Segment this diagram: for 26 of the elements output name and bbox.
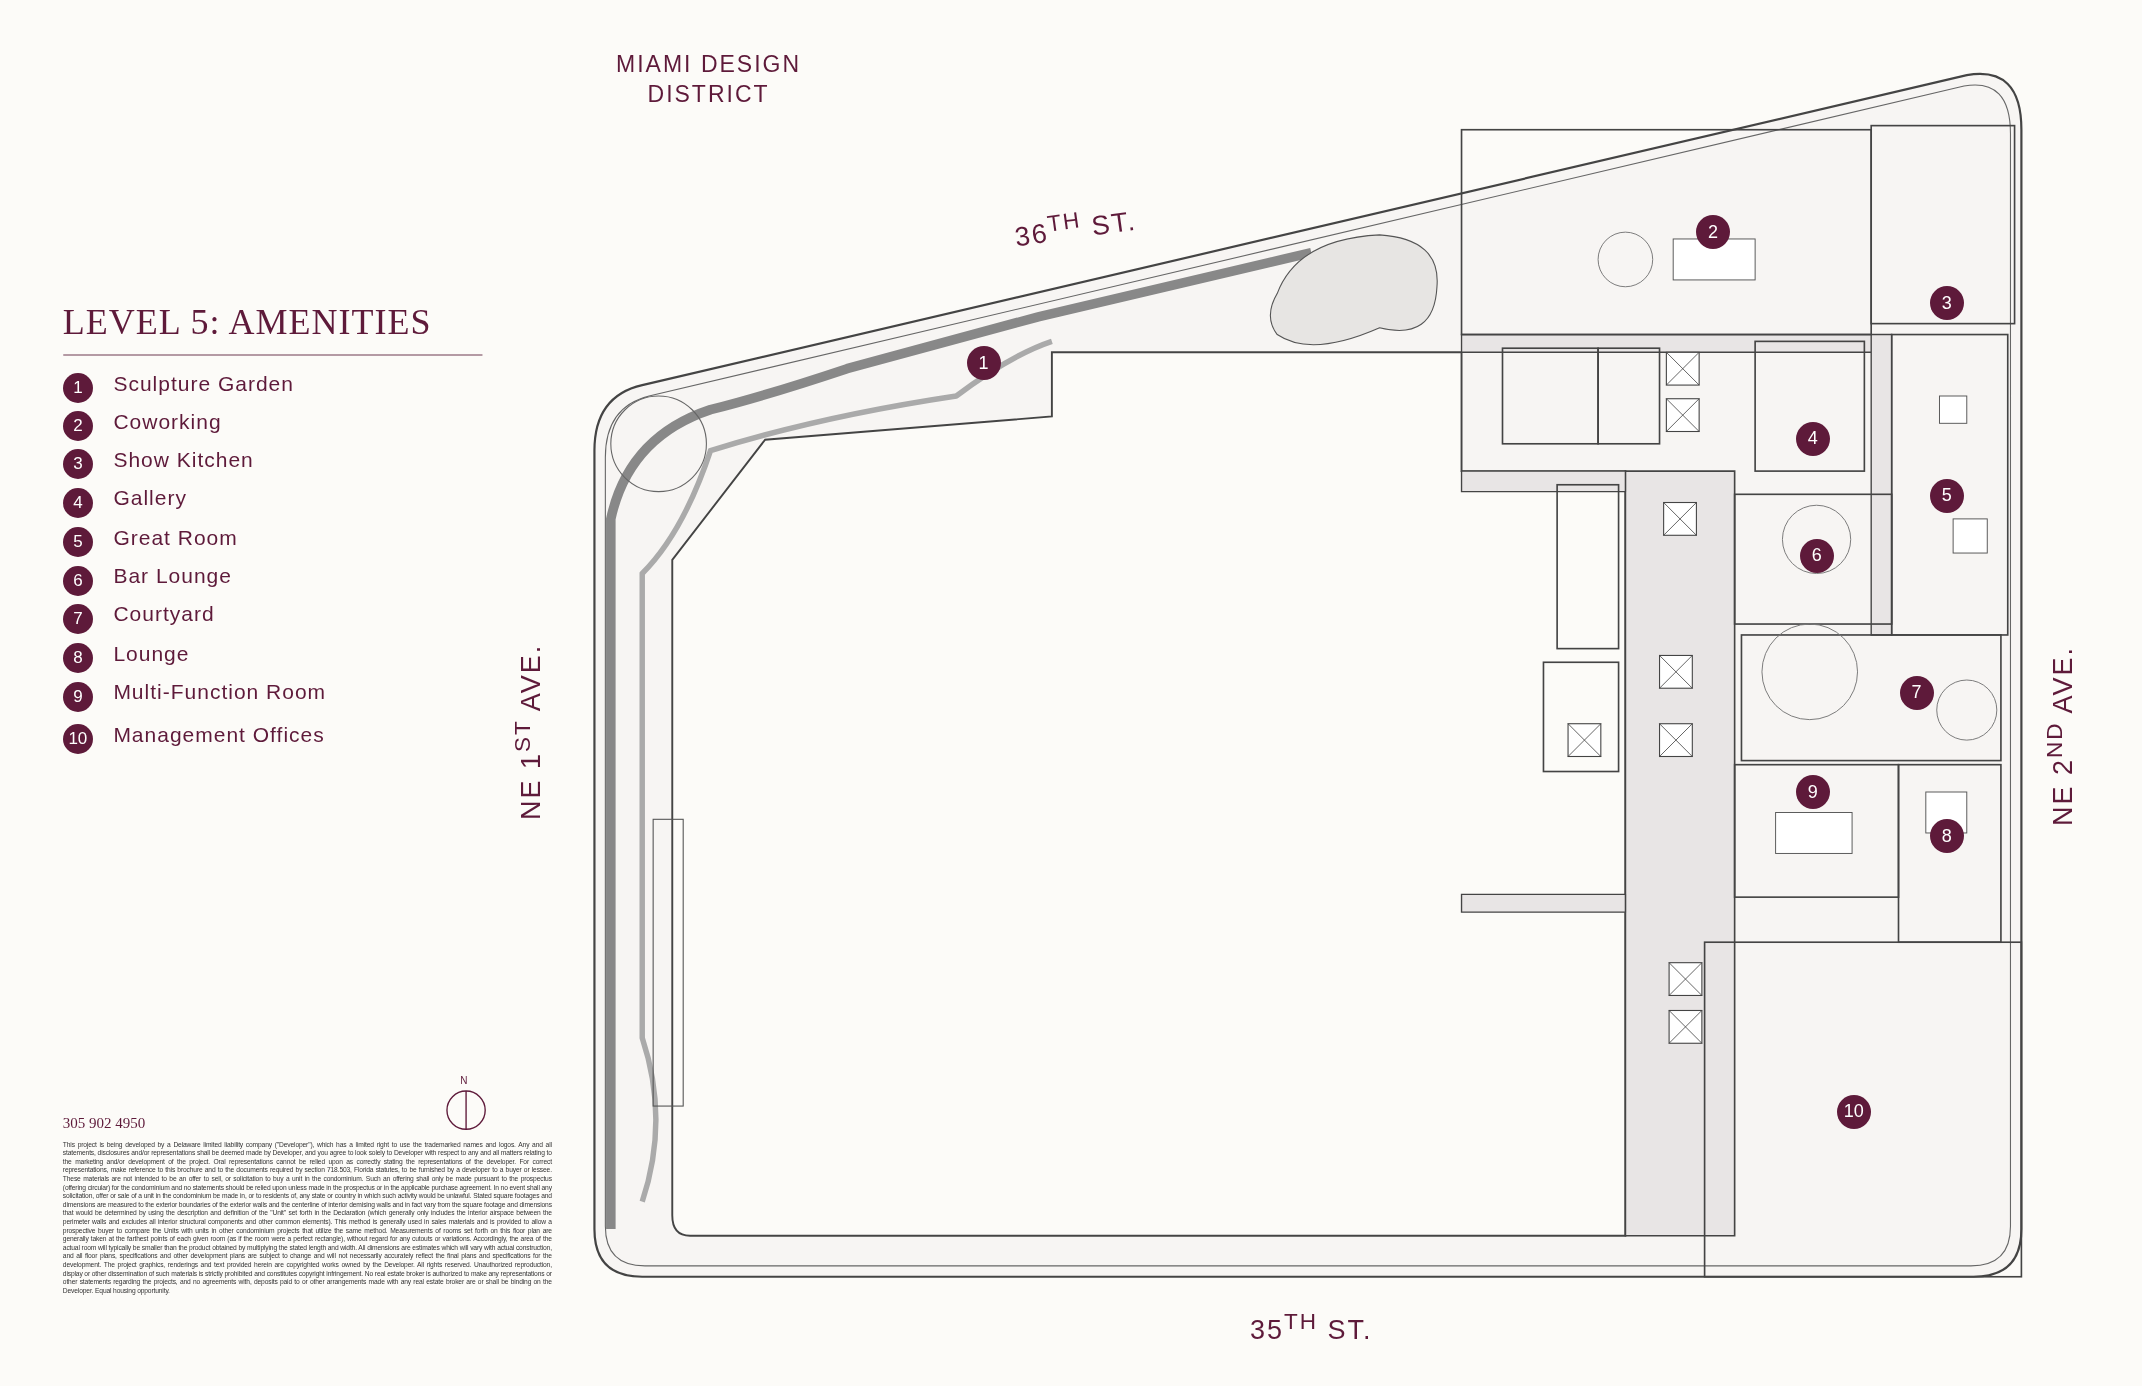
compass-letter: N — [460, 1075, 468, 1087]
callout-number: 7 — [62, 603, 93, 634]
callout-number: 5 — [62, 527, 93, 558]
amenity-name: Bar Lounge — [113, 564, 232, 589]
area-label: MIAMI DESIGN DISTRICT — [615, 50, 803, 110]
callout-number: 8 — [62, 643, 93, 674]
callout-number: 6 — [62, 565, 93, 596]
callout-number: 1 — [62, 372, 93, 403]
phone-number: 305 902 4950 — [62, 1114, 146, 1132]
amenity-name: Courtyard — [113, 602, 215, 627]
amenity-name: Management Offices — [113, 722, 325, 747]
amenity-name: Multi-Function Room — [113, 680, 327, 705]
amenity-name: Lounge — [113, 642, 190, 667]
callout-number: 9 — [62, 681, 93, 712]
callout-number: 2 — [62, 411, 93, 442]
amenity-name: Sculpture Garden — [113, 371, 294, 396]
page-title: LEVEL 5: AMENITIES — [62, 300, 432, 343]
amenity-name: Great Room — [113, 525, 238, 550]
street-label: 36$^{TH}$ ST. — [1011, 204, 1139, 253]
street-label: 35$^{TH}$ ST. — [1249, 1308, 1373, 1346]
callout-number: 3 — [62, 449, 93, 480]
amenity-name: Gallery — [113, 486, 187, 511]
callout-number: 4 — [62, 487, 93, 518]
callout-number: 10 — [62, 724, 93, 755]
amenity-name: Coworking — [113, 409, 222, 434]
amenity-name: Show Kitchen — [113, 448, 254, 473]
